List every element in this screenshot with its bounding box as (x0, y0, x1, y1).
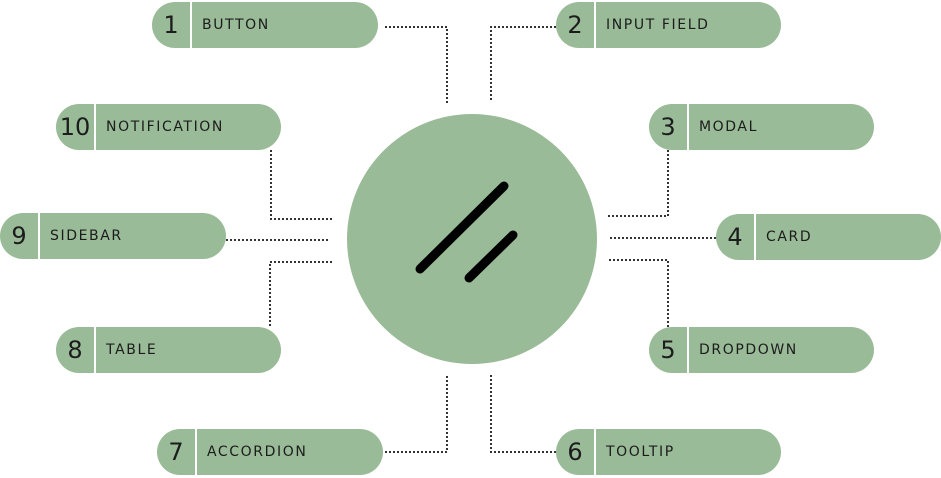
item-tooltip: 6 TOOLTIP (556, 429, 781, 475)
item-modal: 3 MODAL (649, 104, 874, 150)
item-number: 8 (67, 336, 83, 364)
item-divider (754, 214, 756, 260)
item-label: DROPDOWN (699, 342, 798, 358)
item-label: BUTTON (202, 17, 270, 33)
item-label: ACCORDION (207, 444, 308, 460)
connector-1 (385, 26, 448, 105)
item-input-field: 2 INPUT FIELD (556, 2, 781, 48)
double-slash-icon (415, 181, 518, 283)
item-label: MODAL (699, 119, 759, 135)
item-label: NOTIFICATION (106, 119, 224, 135)
item-divider (94, 327, 96, 373)
item-divider (594, 429, 596, 475)
item-number: 1 (163, 11, 179, 39)
connector-7 (385, 375, 448, 453)
hub-circle (347, 114, 597, 364)
item-number: 10 (59, 113, 91, 141)
item-divider (594, 2, 596, 48)
item-number: 5 (660, 336, 676, 364)
item-number: 3 (660, 113, 676, 141)
connector-3 (608, 150, 669, 217)
item-table: 8 TABLE (56, 327, 281, 373)
item-button: 1 BUTTON (152, 2, 378, 48)
item-label: TOOLTIP (606, 444, 675, 460)
item-label: TABLE (106, 342, 158, 358)
item-number: 7 (168, 438, 184, 466)
connector-5 (608, 259, 669, 327)
item-number: 9 (11, 222, 27, 250)
connector-6 (490, 373, 556, 453)
item-dropdown: 5 DROPDOWN (649, 327, 874, 373)
item-divider (687, 327, 689, 373)
connector-10 (270, 150, 333, 220)
item-label: SIDEBAR (50, 228, 123, 244)
connector-2 (490, 26, 556, 102)
item-number: 4 (727, 223, 743, 251)
item-divider (687, 104, 689, 150)
item-card: 4 CARD (716, 214, 941, 260)
connector-8 (269, 261, 333, 326)
item-divider (190, 2, 192, 48)
item-divider (195, 429, 197, 475)
item-number: 6 (567, 438, 583, 466)
item-divider (38, 213, 40, 259)
item-label: CARD (766, 229, 813, 245)
item-sidebar: 9 SIDEBAR (0, 213, 226, 259)
item-accordion: 7 ACCORDION (157, 429, 383, 475)
item-label: INPUT FIELD (606, 17, 710, 33)
item-notification: 10 NOTIFICATION (56, 104, 281, 150)
item-number: 2 (567, 11, 583, 39)
item-divider (94, 104, 96, 150)
